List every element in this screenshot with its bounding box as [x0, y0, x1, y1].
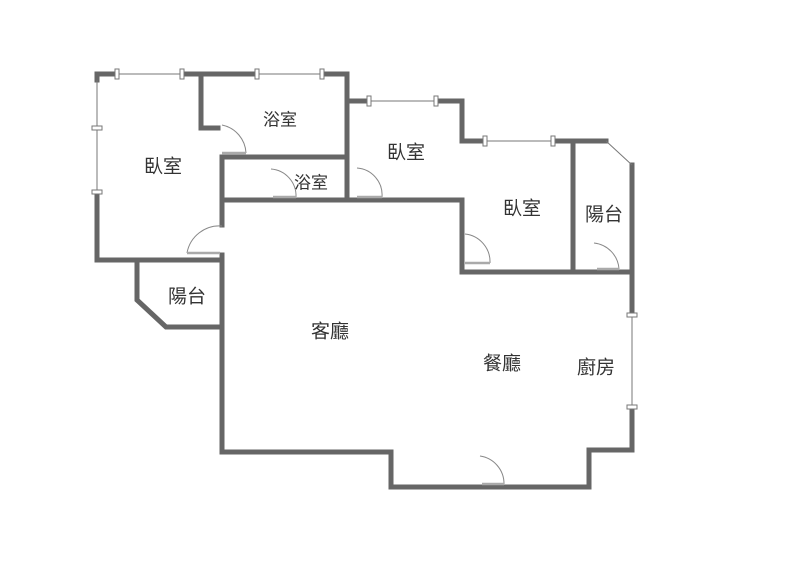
windows	[91, 68, 638, 410]
room-label-bedroom-1: 臥室	[143, 155, 183, 178]
room-label-balcony-left: 陽台	[167, 285, 207, 308]
walls	[94, 71, 635, 490]
room-label-balcony-right: 陽台	[584, 203, 624, 226]
room-label-bedroom-2: 臥室	[386, 141, 426, 164]
room-label-bathroom-2: 浴室	[294, 173, 328, 194]
room-label-kitchen: 廚房	[576, 356, 616, 379]
room-label-bathroom-1: 浴室	[263, 110, 297, 131]
room-label-living-room: 客廳	[310, 320, 350, 343]
room-label-dining-room: 餐廳	[482, 352, 522, 375]
doors	[186, 124, 620, 486]
room-label-bedroom-3: 臥室	[502, 197, 542, 220]
